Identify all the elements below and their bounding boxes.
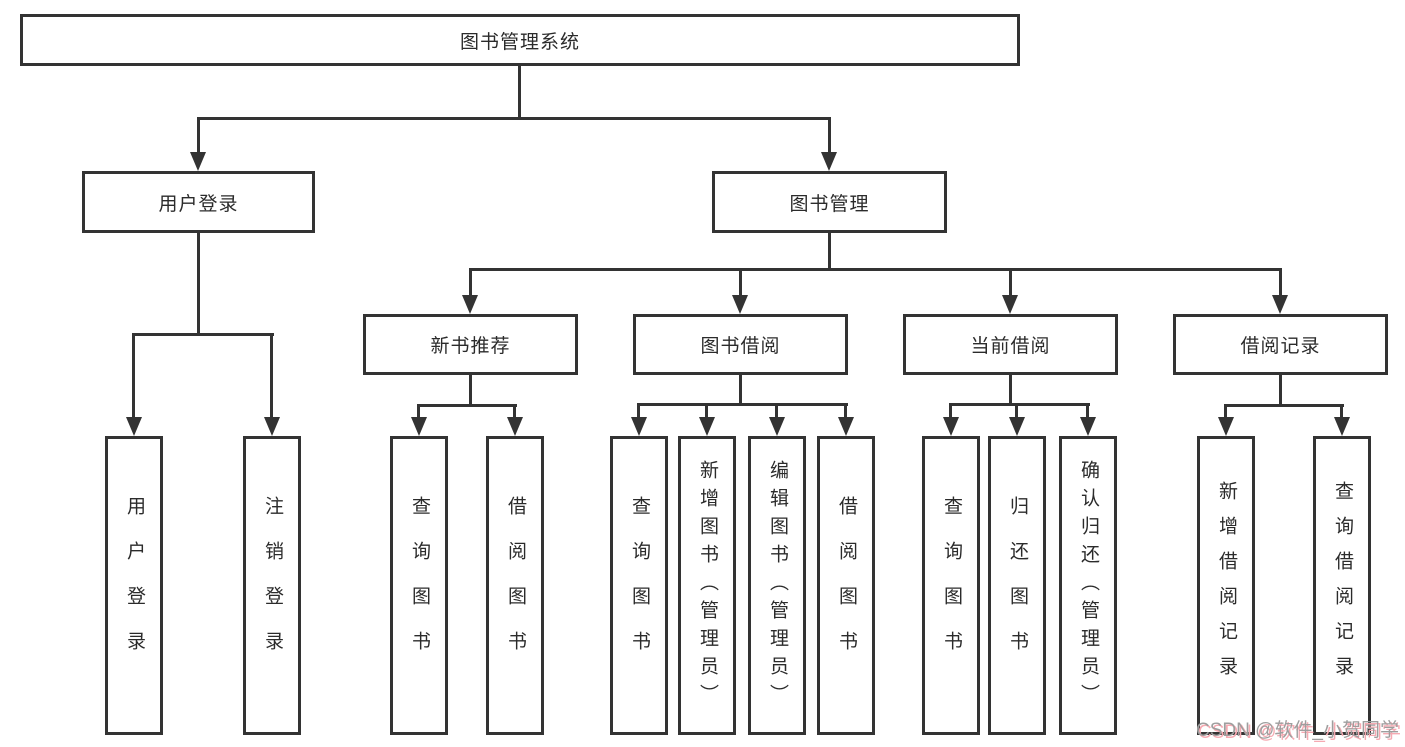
arrowhead-icon bbox=[838, 417, 854, 436]
node-label: 图书管理系统 bbox=[459, 31, 580, 53]
arrowhead-icon bbox=[699, 417, 715, 436]
node-book-management: 图书管理 bbox=[712, 171, 947, 233]
connector-line bbox=[1009, 268, 1012, 297]
node-borrowing-records: 借阅记录 bbox=[1173, 314, 1388, 375]
leaf-confirm-return-admin: 确认归还（管理员） bbox=[1059, 436, 1117, 735]
node-user-login: 用户登录 bbox=[82, 171, 315, 233]
connector-line bbox=[132, 333, 135, 419]
node-label: 当前借阅 bbox=[970, 336, 1051, 357]
node-label: 借阅记录 bbox=[1240, 336, 1321, 357]
arrowhead-icon bbox=[1009, 417, 1025, 436]
connector-line bbox=[132, 333, 274, 336]
node-library-management-system: 图书管理系统 bbox=[20, 14, 1020, 66]
arrowhead-icon bbox=[1080, 417, 1096, 436]
connector-line bbox=[469, 374, 472, 407]
csdn-watermark: CSDN @软件_小贺同学 bbox=[1196, 720, 1399, 741]
arrowhead-icon bbox=[1272, 295, 1288, 314]
arrowhead-icon bbox=[411, 417, 427, 436]
connector-line bbox=[637, 403, 848, 406]
arrowhead-icon bbox=[126, 417, 142, 436]
leaf-user-login: 用户登录 bbox=[105, 436, 163, 735]
leaf-borrowing-query-books: 查询图书 bbox=[610, 436, 668, 735]
arrowhead-icon bbox=[732, 295, 748, 314]
connector-line bbox=[1009, 374, 1012, 406]
connector-line bbox=[469, 268, 1282, 271]
connector-line bbox=[513, 404, 516, 419]
connector-line bbox=[637, 403, 640, 419]
connector-line bbox=[1279, 374, 1282, 407]
connector-line bbox=[1224, 404, 1344, 407]
connector-line bbox=[828, 232, 831, 270]
connector-line bbox=[1086, 403, 1089, 419]
connector-line bbox=[1015, 403, 1018, 419]
connector-line bbox=[469, 268, 472, 297]
arrowhead-icon bbox=[190, 152, 206, 171]
arrowhead-icon bbox=[1002, 295, 1018, 314]
leaf-current-query-books: 查询图书 bbox=[922, 436, 980, 735]
connector-line bbox=[775, 403, 778, 419]
connector-line bbox=[949, 403, 952, 419]
leaf-query-borrow-record: 查询借阅记录 bbox=[1313, 436, 1371, 735]
arrowhead-icon bbox=[1334, 417, 1350, 436]
connector-line bbox=[705, 403, 708, 419]
leaf-recommend-query-books: 查询图书 bbox=[390, 436, 448, 735]
leaf-edit-books-admin: 编辑图书（管理员） bbox=[748, 436, 806, 735]
leaf-borrow-books: 借阅图书 bbox=[817, 436, 875, 735]
connector-line bbox=[417, 404, 420, 419]
node-label: 新书推荐 bbox=[430, 336, 511, 357]
leaf-add-books-admin: 新增图书（管理员） bbox=[678, 436, 736, 735]
leaf-return-books: 归还图书 bbox=[988, 436, 1046, 735]
connector-line bbox=[197, 117, 200, 155]
connector-line bbox=[518, 64, 521, 119]
arrowhead-icon bbox=[943, 417, 959, 436]
connector-line bbox=[844, 403, 847, 419]
node-current-borrowing: 当前借阅 bbox=[903, 314, 1118, 375]
connector-line bbox=[1224, 404, 1227, 419]
connector-line bbox=[739, 374, 742, 406]
arrowhead-icon bbox=[462, 295, 478, 314]
leaf-logout: 注销登录 bbox=[243, 436, 301, 735]
arrowhead-icon bbox=[507, 417, 523, 436]
arrowhead-icon bbox=[264, 417, 280, 436]
connector-line bbox=[828, 117, 831, 155]
connector-line bbox=[1279, 268, 1282, 297]
leaf-add-borrow-record: 新增借阅记录 bbox=[1197, 436, 1255, 735]
connector-line bbox=[1340, 404, 1343, 419]
arrowhead-icon bbox=[769, 417, 785, 436]
node-label: 图书借阅 bbox=[700, 336, 781, 357]
connector-line bbox=[949, 403, 1090, 406]
connector-line bbox=[417, 404, 517, 407]
arrowhead-icon bbox=[821, 152, 837, 171]
arrowhead-icon bbox=[1218, 417, 1234, 436]
leaf-recommend-borrow-books: 借阅图书 bbox=[486, 436, 544, 735]
connector-line bbox=[739, 268, 742, 297]
connector-line bbox=[197, 117, 831, 120]
arrowhead-icon bbox=[631, 417, 647, 436]
connector-line bbox=[270, 333, 273, 419]
connector-line bbox=[197, 232, 200, 336]
node-label: 用户登录 bbox=[158, 193, 239, 215]
node-label: 图书管理 bbox=[789, 193, 870, 215]
node-book-borrowing: 图书借阅 bbox=[633, 314, 848, 375]
node-new-book-recommend: 新书推荐 bbox=[363, 314, 578, 375]
